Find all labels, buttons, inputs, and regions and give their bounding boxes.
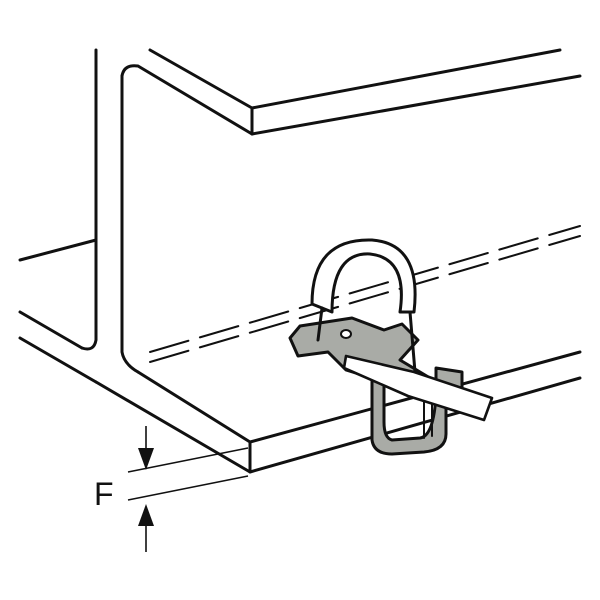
dimension-label: F <box>94 476 114 512</box>
beam-web <box>80 58 581 374</box>
i-beam <box>18 48 582 474</box>
rear-bottom-flange <box>18 238 98 384</box>
front-bottom-flange <box>94 350 582 474</box>
clip-hole <box>340 329 352 339</box>
tie-loop <box>310 238 417 314</box>
arrow-up-icon <box>138 504 154 526</box>
tie-tail <box>342 354 494 422</box>
top-flange <box>94 48 582 136</box>
arrow-down-icon <box>138 448 154 470</box>
dimension-f <box>127 426 249 552</box>
cable-tie <box>310 238 494 422</box>
